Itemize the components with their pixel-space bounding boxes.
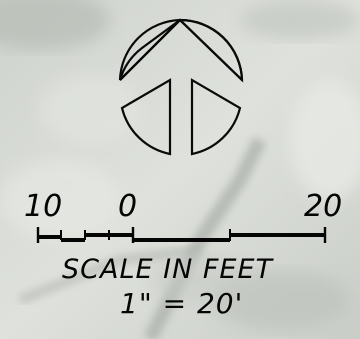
north-arrow-outer-arc [118,18,181,81]
scale-ratio: 1" = 20' [120,287,244,320]
north-arrow-icon [118,18,244,156]
scale-bar [36,227,327,243]
scale-tick-label-0: 0 [118,189,138,224]
scale-caption: SCALE IN FEET [62,254,274,285]
scale-tick-label-10: 10 [24,189,63,224]
north-arrow-right-fletch [190,78,242,156]
scale-tick-label-20: 20 [304,189,343,224]
north-arrow-left-fletch [120,78,172,156]
north-arrow-upper-v [119,18,244,83]
